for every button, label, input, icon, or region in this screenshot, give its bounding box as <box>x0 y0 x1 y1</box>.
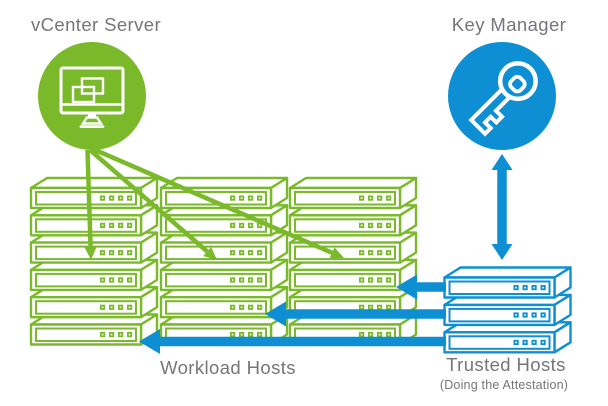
trusted-to-left-stack-arrow <box>139 329 446 354</box>
vcenter-to-right-stack-arrow <box>92 146 344 259</box>
key-manager-label: Key Manager <box>452 14 566 35</box>
vcenter-circle <box>38 42 146 150</box>
connection-arrows <box>84 146 513 354</box>
workload-stack-middle <box>159 176 289 346</box>
workload-host <box>159 176 289 210</box>
workload-host <box>159 258 289 292</box>
workload-host <box>159 231 289 264</box>
trusted-hosts-label: Trusted Hosts <box>446 354 566 375</box>
vcenter-server-node <box>38 42 146 150</box>
host-stacks <box>29 176 572 354</box>
workload-host <box>288 231 418 264</box>
key-icon <box>468 61 538 137</box>
vcenter-label: vCenter Server <box>31 14 161 35</box>
trusted-host <box>443 266 572 299</box>
trusted-stack <box>443 266 572 354</box>
key-manager-circle <box>448 42 556 150</box>
vcenter-to-middle-stack-arrow <box>88 148 217 260</box>
workload-stack-right <box>288 176 418 346</box>
vm-front-window <box>71 85 96 104</box>
vm-monitor-icon <box>59 66 125 128</box>
workload-host <box>288 258 418 292</box>
workload-host <box>29 286 159 319</box>
workload-host <box>29 204 159 237</box>
key-manager-node <box>448 42 556 150</box>
workload-host <box>288 176 418 210</box>
workload-host <box>29 258 159 292</box>
trusted-host <box>443 321 572 354</box>
workload-hosts-label: Workload Hosts <box>160 357 296 378</box>
trusted-host <box>443 293 572 327</box>
trusted-hosts-sublabel: (Doing the Attestation) <box>440 378 568 392</box>
vcenter-to-left-stack-arrow <box>84 149 97 260</box>
workload-stack-left <box>29 176 159 346</box>
trusted-to-middle-stack-arrow <box>265 301 446 327</box>
workload-host <box>29 313 159 346</box>
keymanager-trustedhosts-arrow <box>491 154 513 260</box>
trusted-to-right-stack-arrow <box>396 274 446 300</box>
workload-host <box>288 204 418 237</box>
